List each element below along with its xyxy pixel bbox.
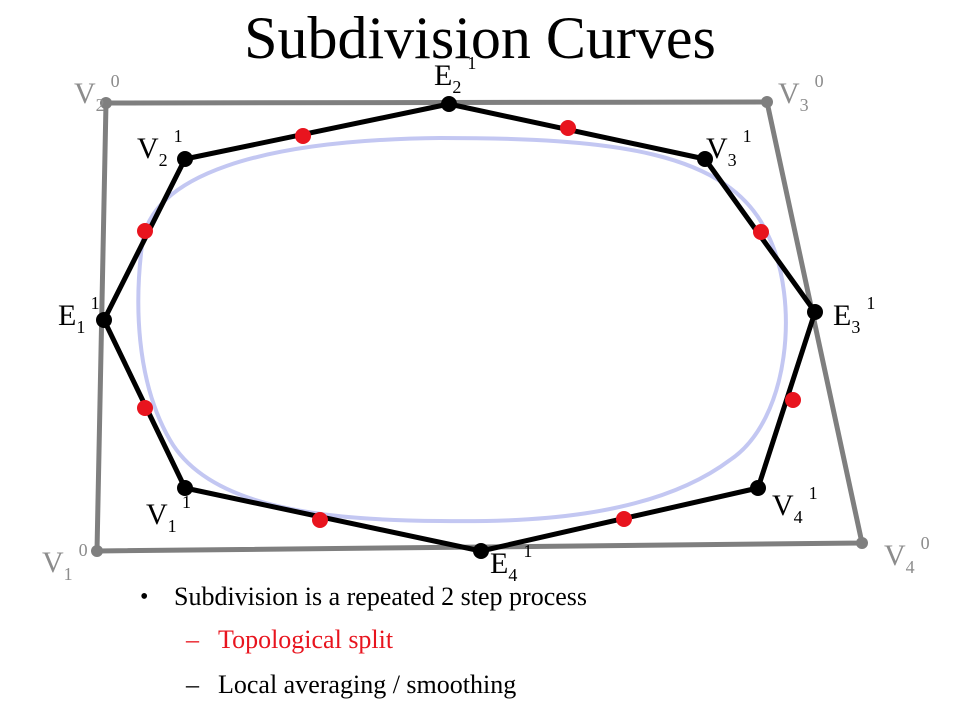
label-e4-1: E41 <box>490 541 532 585</box>
label-e1-1: E11 <box>58 293 100 337</box>
bullet-marker: • <box>140 583 149 610</box>
bullet-item: • Subdivision is a repeated 2 step proce… <box>140 577 840 617</box>
limit-curve <box>136 135 788 524</box>
label-v2-1: V21 <box>137 126 183 170</box>
label-e2-1: E21 <box>434 53 476 97</box>
control-vertex-v2-0 <box>100 97 112 109</box>
vertex-e3-1 <box>807 304 823 320</box>
label-v1-1: V11 <box>146 492 191 536</box>
vertex-v4-1 <box>750 480 766 496</box>
label-v4-0: V40 <box>884 533 930 577</box>
bullet-list: • Subdivision is a repeated 2 step proce… <box>140 577 840 707</box>
vertex-e1-1 <box>96 312 112 328</box>
label-v2-0: V20 <box>74 71 120 115</box>
sub-bullet-item: – Local averaging / smoothing <box>140 662 840 707</box>
label-e3-1: E31 <box>833 293 875 337</box>
sub-bullet-text: Local averaging / smoothing <box>218 669 517 699</box>
label-v3-1: V31 <box>706 126 752 170</box>
label-v1-0: V10 <box>42 540 88 584</box>
control-vertex-v1-0 <box>91 545 103 557</box>
new-point <box>137 223 153 239</box>
sub-bullet-text: Topological split <box>218 624 394 654</box>
new-point <box>753 224 769 240</box>
new-point <box>137 400 153 416</box>
new-point <box>560 120 576 136</box>
dash-marker: – <box>186 669 199 699</box>
control-vertex-v3-0 <box>761 96 773 108</box>
label-v3-0: V30 <box>778 71 824 115</box>
vertex-e2-1 <box>441 96 457 112</box>
new-point <box>616 511 632 527</box>
new-point <box>295 128 311 144</box>
control-vertex-v4-0 <box>856 537 868 549</box>
sub-bullet-item: – Topological split <box>140 617 840 662</box>
vertex-v3-1 <box>697 151 713 167</box>
control-polygon <box>94 99 865 554</box>
page-title: Subdivision Curves <box>244 5 716 71</box>
new-point <box>785 392 801 408</box>
vertex-v1-1 <box>177 480 193 496</box>
label-v4-1: V41 <box>772 483 818 527</box>
vertex-v2-1 <box>177 151 193 167</box>
dash-marker: – <box>186 624 199 654</box>
new-point <box>312 512 328 528</box>
bullet-text: Subdivision is a repeated 2 step process <box>174 582 588 611</box>
vertex-e4-1 <box>473 543 489 559</box>
